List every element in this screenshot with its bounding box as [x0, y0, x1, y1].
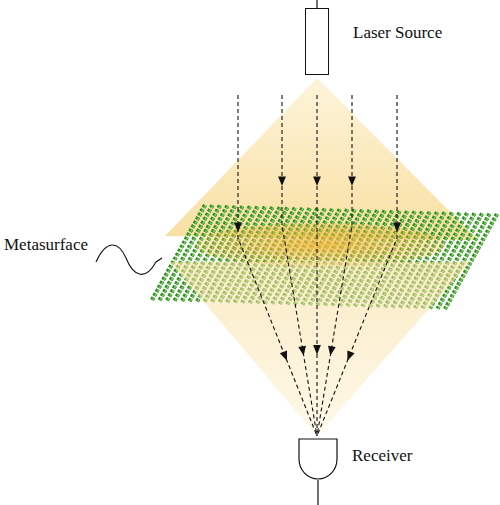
ray-arrowhead — [278, 176, 286, 186]
ray-arrowhead — [348, 176, 356, 186]
pillar-row — [437, 214, 489, 309]
laser-source: Laser Source — [305, 8, 329, 75]
light-ray — [282, 95, 317, 436]
light-cone-upper — [165, 78, 478, 240]
light-spot — [195, 223, 445, 267]
light-ray — [317, 95, 352, 436]
receiver-outline — [299, 439, 337, 479]
light-ray — [238, 95, 317, 436]
receiver-symbol — [298, 438, 338, 480]
ray-arrowhead — [328, 346, 336, 356]
node-label: Receiver — [352, 446, 412, 466]
leader-line — [96, 245, 162, 274]
ray-arrowhead — [313, 345, 321, 355]
node-label: Laser Source — [353, 23, 442, 43]
pillar-row — [445, 214, 497, 309]
ray-arrowhead — [347, 350, 354, 360]
light-ray — [316, 95, 317, 436]
ray-arrowhead — [393, 222, 401, 232]
part-label: Metasurface — [4, 235, 88, 255]
receiver-lead — [317, 480, 318, 505]
ray-arrowhead — [298, 346, 306, 356]
pillar-highlight — [446, 214, 498, 309]
pillar-highlight — [438, 214, 490, 309]
light-ray — [317, 95, 397, 436]
light-cone-lower — [170, 262, 470, 436]
receiver: Receiver — [298, 438, 338, 480]
laser-lead — [316, 0, 317, 8]
ray-arrowhead — [280, 350, 287, 360]
ray-arrowhead — [313, 176, 321, 186]
ray-arrowhead — [234, 222, 242, 232]
